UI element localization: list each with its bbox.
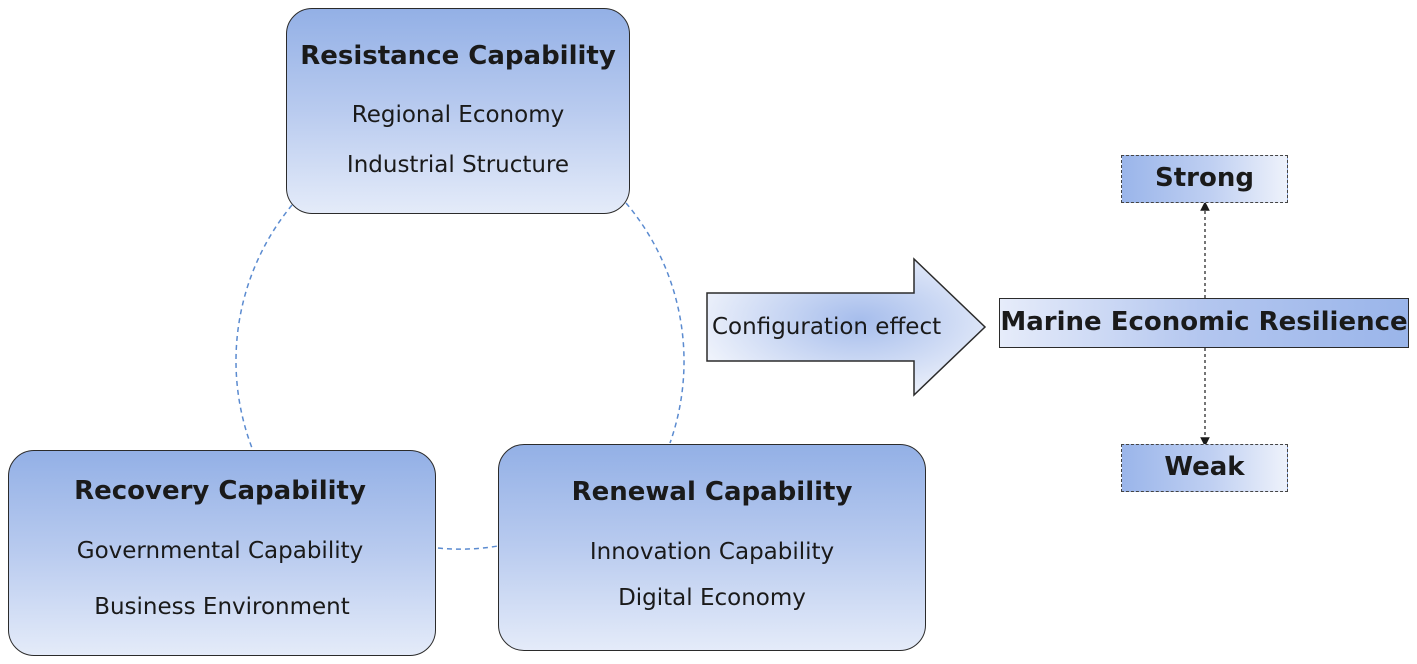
marine-economic-resilience-title: Marine Economic Resilience	[1000, 307, 1408, 337]
marine-economic-resilience-box: Marine Economic Resilience	[999, 298, 1409, 348]
resistance-item-regional-economy: Regional Economy	[351, 102, 565, 128]
recovery-item-governmental-capability: Governmental Capability	[76, 538, 364, 564]
configuration-effect-label: Configuration effect	[712, 314, 942, 340]
weak-box: Weak	[1121, 444, 1288, 492]
renewal-item-innovation-capability: Innovation Capability	[589, 539, 835, 565]
renewal-capability-box: Renewal Capability Innovation Capability…	[498, 444, 926, 651]
weak-label: Weak	[1164, 452, 1245, 482]
configuration-arrow	[706, 257, 987, 397]
recovery-item-business-environment: Business Environment	[94, 594, 350, 620]
dashed-cycle-arc-right	[625, 202, 685, 444]
strong-label: Strong	[1155, 163, 1254, 193]
resistance-capability-box: Resistance Capability Regional Economy I…	[286, 8, 630, 214]
dashed-cycle-arc-left	[235, 204, 293, 449]
dashed-cycle-arc-bottom	[437, 545, 499, 550]
resistance-item-industrial-structure: Industrial Structure	[346, 152, 570, 178]
renewal-item-digital-economy: Digital Economy	[618, 585, 806, 611]
recovery-capability-box: Recovery Capability Governmental Capabil…	[8, 450, 436, 656]
resistance-capability-title: Resistance Capability	[300, 41, 616, 71]
recovery-capability-title: Recovery Capability	[74, 476, 366, 506]
strong-box: Strong	[1121, 155, 1288, 203]
renewal-capability-title: Renewal Capability	[571, 477, 853, 507]
